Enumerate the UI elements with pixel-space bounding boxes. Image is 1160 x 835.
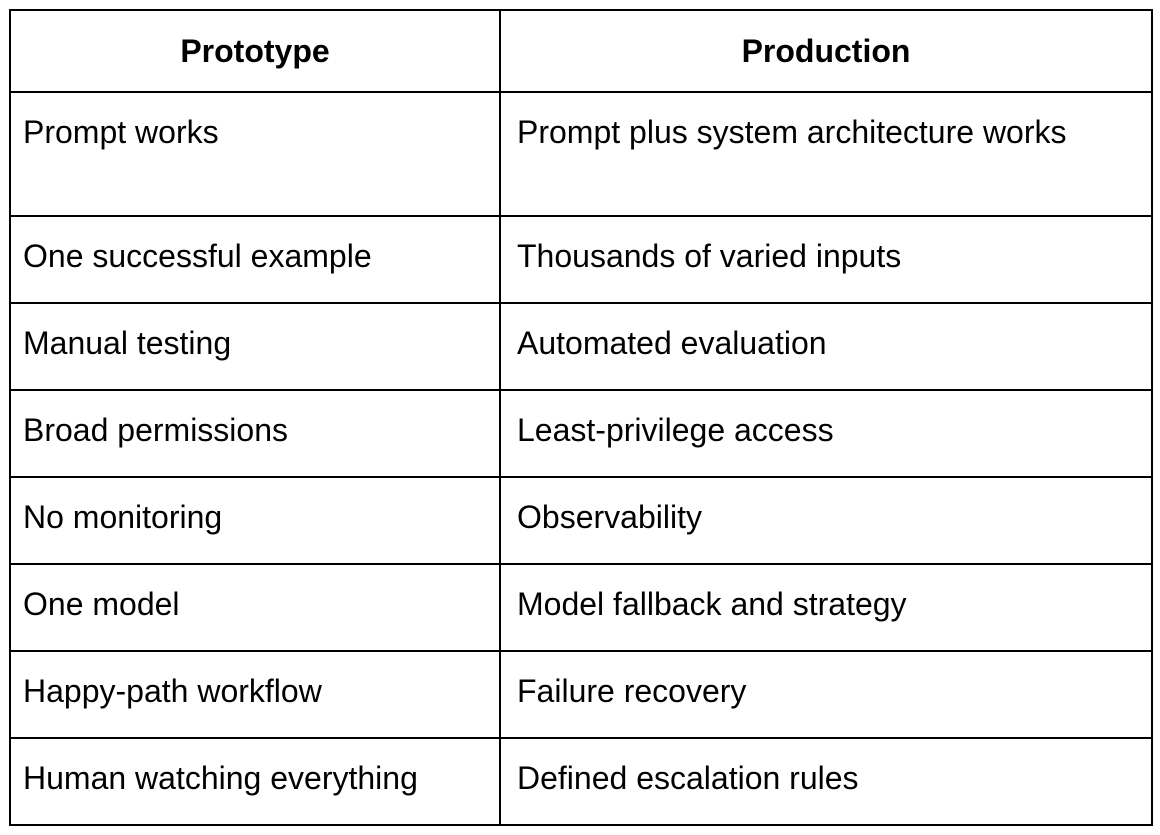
prototype-cell: No monitoring (9, 476, 501, 565)
prototype-cell: Broad permissions (9, 389, 501, 478)
production-cell: Thousands of varied inputs (499, 215, 1153, 304)
table-row: No monitoring Observability (9, 476, 1153, 565)
prototype-cell: Happy-path workflow (9, 650, 501, 739)
table-header-row: Prototype Production (9, 9, 1153, 93)
production-cell: Defined escalation rules (499, 737, 1153, 826)
column-header-production: Production (499, 9, 1153, 93)
prototype-cell: Human watching everything (9, 737, 501, 826)
table-row: Broad permissions Least-privilege access (9, 389, 1153, 478)
table-row: Human watching everything Defined escala… (9, 737, 1153, 826)
prototype-cell: One model (9, 563, 501, 652)
production-cell: Least-privilege access (499, 389, 1153, 478)
production-cell: Failure recovery (499, 650, 1153, 739)
production-cell: Prompt plus system architecture works (499, 91, 1153, 217)
comparison-table: Prototype Production Prompt works Prompt… (9, 9, 1153, 826)
prototype-cell: One successful example (9, 215, 501, 304)
production-cell: Observability (499, 476, 1153, 565)
table-row: Happy-path workflow Failure recovery (9, 650, 1153, 739)
column-header-prototype: Prototype (9, 9, 501, 93)
table-row: One successful example Thousands of vari… (9, 215, 1153, 304)
table-row: Prompt works Prompt plus system architec… (9, 91, 1153, 217)
table-row: One model Model fallback and strategy (9, 563, 1153, 652)
prototype-cell: Prompt works (9, 91, 501, 217)
table-row: Manual testing Automated evaluation (9, 302, 1153, 391)
production-cell: Model fallback and strategy (499, 563, 1153, 652)
prototype-cell: Manual testing (9, 302, 501, 391)
production-cell: Automated evaluation (499, 302, 1153, 391)
